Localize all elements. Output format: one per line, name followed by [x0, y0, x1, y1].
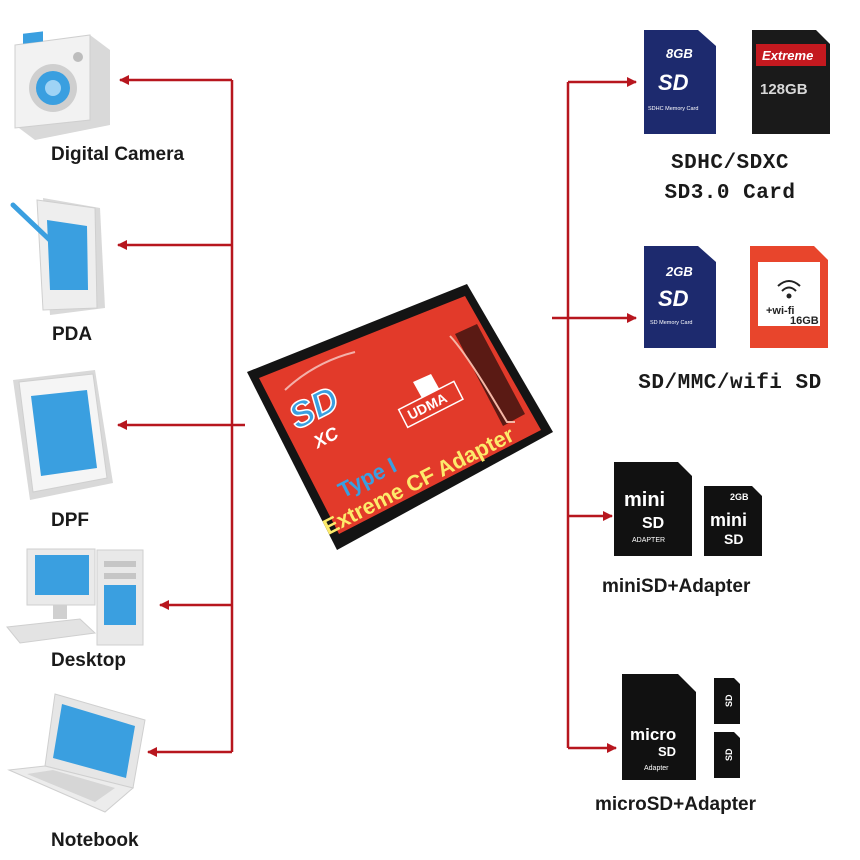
sdhc-card-capacity: 8GB: [666, 46, 693, 61]
device-label-pda: PDA: [52, 324, 93, 345]
device-label-digital-camera: Digital Camera: [51, 144, 185, 165]
minisd-cards-image: mini SD ADAPTER 2GB mini SD: [614, 462, 762, 556]
minisd-card-text-bottom: SD: [724, 531, 743, 547]
card-label-sdhc-line1: SDHC/SDXC: [671, 152, 789, 175]
wifi-card-text: +wi-fi: [766, 305, 794, 317]
microsd-adapter-text-bottom: SD: [658, 744, 676, 759]
microsd-adapter-subtitle: Adapter: [644, 765, 669, 772]
minisd-card-text-top: mini: [710, 510, 747, 530]
svg-text:SD: SD: [658, 286, 689, 311]
sd-card-subtitle: SD Memory Card: [650, 320, 692, 326]
card-label-sdhc-line2: SD3.0 Card: [664, 182, 796, 205]
notebook-icon: [7, 693, 146, 813]
extreme-card-capacity: 128GB: [760, 81, 808, 98]
device-label-desktop: Desktop: [51, 650, 126, 671]
card-label-microsd: microSD+Adapter: [595, 794, 757, 815]
sd-card-capacity: 2GB: [665, 264, 693, 279]
svg-text:SD: SD: [658, 70, 689, 95]
cf-adapter-image: SD XC UDMA Type I Extreme CF Adapter: [247, 284, 553, 550]
desktop-icon: [6, 548, 144, 646]
svg-text:SD: SD: [724, 694, 734, 707]
wifi-card-capacity: 16GB: [790, 315, 819, 327]
device-label-notebook: Notebook: [51, 830, 139, 851]
sdhc-cards-image: 8GB SD SDHC Memory Card Extreme 128GB: [644, 30, 830, 134]
microsd-cards-image: micro SD Adapter SD SD: [622, 674, 740, 780]
pda-icon: [10, 198, 105, 315]
minisd-adapter-text-bottom: SD: [642, 515, 664, 532]
minisd-card-capacity: 2GB: [730, 492, 749, 502]
microsd-adapter-text-top: micro: [630, 725, 676, 744]
minisd-adapter-text-top: mini: [624, 489, 665, 511]
sd-wifi-cards-image: 2GB SD SD Memory Card +wi-fi 16GB: [644, 246, 828, 348]
photo-frame-icon: [13, 370, 113, 500]
sdhc-card-subtitle: SDHC Memory Card: [648, 106, 698, 112]
camera-icon: [14, 31, 110, 140]
card-label-minisd: miniSD+Adapter: [602, 576, 751, 597]
extreme-card-brand: Extreme: [762, 48, 813, 63]
svg-text:SD: SD: [724, 748, 734, 761]
card-label-sd-wifi: SD/MMC/wifi SD: [638, 372, 822, 395]
device-label-dpf: DPF: [51, 510, 89, 531]
minisd-adapter-subtitle: ADAPTER: [632, 537, 665, 544]
